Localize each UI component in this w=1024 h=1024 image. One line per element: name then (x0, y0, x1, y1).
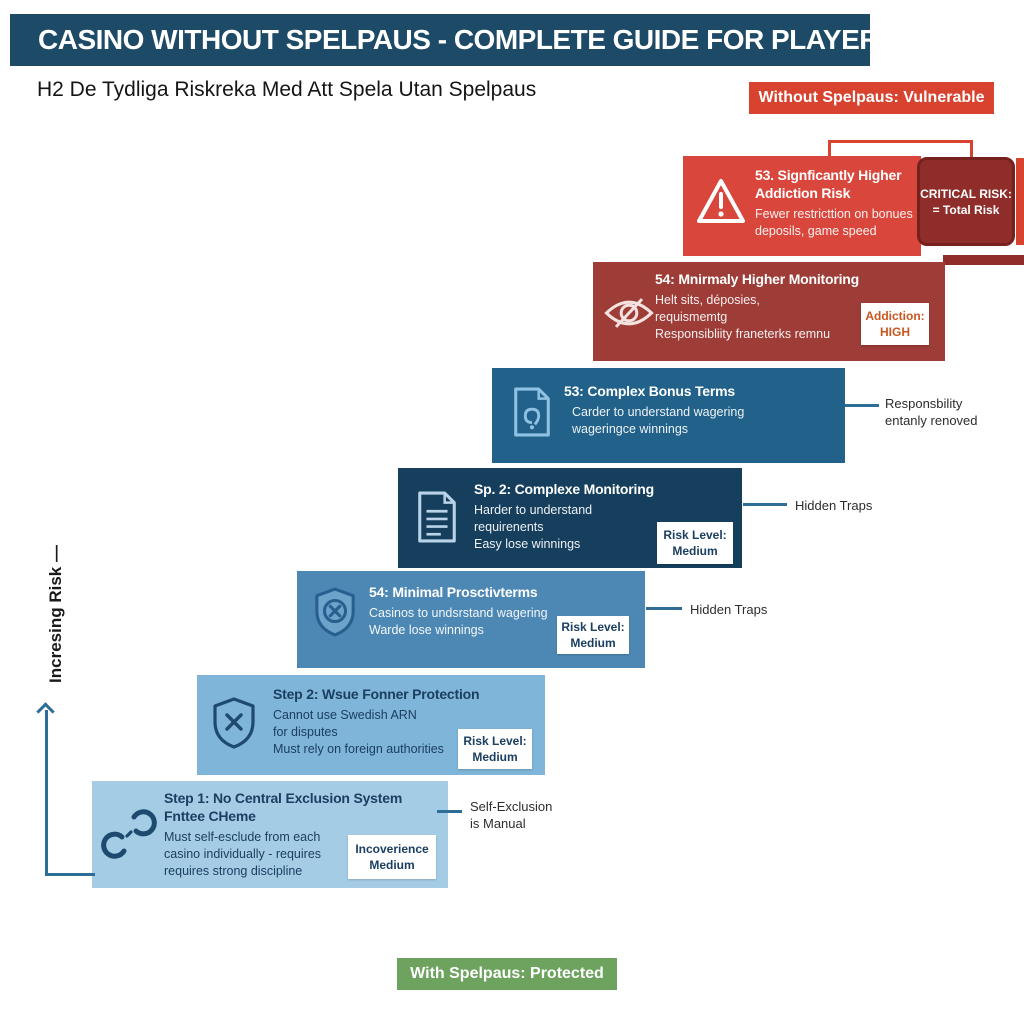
step-body-line: for disputes (273, 725, 338, 739)
step-body-line: Helt sits, déposies, (655, 293, 760, 307)
step-title: 53. Signficantly Higher (755, 167, 902, 183)
bracket-left (828, 140, 831, 158)
risk-step-minimal-protections: 54: Minimal Prosctivterms Casinos to und… (297, 571, 645, 668)
step-body-line: Must rely on foreign authorities (273, 742, 444, 756)
critical-risk-line2: = Total Risk (932, 202, 1000, 217)
increasing-risk-axis-label: Incresing Risk — (46, 545, 65, 683)
warning-triangle-icon (695, 176, 747, 226)
annotation-self-exclusion: Self-Exclusion is Manual (470, 799, 553, 831)
risk-step-addiction: 53. Signficantly Higher Addiction Risk F… (683, 156, 921, 256)
step-title: 53: Complex Bonus Terms (564, 383, 735, 399)
step-body-line: Harder to understand (474, 503, 593, 517)
document-attachment-icon (510, 384, 554, 440)
risk-step-complex-monitoring: Sp. 2: Complexe Monitoring Harder to und… (398, 468, 742, 568)
page-title: CASINO WITHOUT SPELPAUS - COMPLETE GUIDE… (10, 14, 898, 66)
step-title-line2: Addiction Risk (755, 185, 851, 201)
step-title-line2: Fnttee CHeme (164, 808, 256, 824)
critical-risk-callout: CRITICAL RISK: = Total Risk (917, 157, 1015, 246)
step-title: 54: Minimal Prosctivterms (369, 584, 538, 600)
step-title: 54: Mnirmaly Higher Monitoring (655, 271, 860, 287)
annotation-responsibility: Responsbility entanly renoved (885, 396, 978, 428)
with-spelpaus-badge: With Spelpaus: Protected (397, 958, 617, 990)
step-body-line: Fewer restricttion on bonues (755, 207, 913, 221)
step-body-line: Cannot use Swedish ARN (273, 708, 417, 722)
step-body-line: wageringce winnings (572, 422, 689, 436)
step-body-line: Carder to understand wagering (572, 405, 745, 419)
edge-strip (1016, 158, 1024, 245)
addiction-high-badge: Addiction: HIGH (861, 303, 929, 345)
step-body-line: Must self-esclude from each (164, 830, 321, 844)
connector-line (437, 810, 462, 813)
axis-arrow-shaft (45, 710, 48, 876)
risk-level-badge: Risk Level: Medium (557, 616, 629, 654)
step-body-line: Casinos to undsrstand wagering (369, 606, 548, 620)
step-title: Step 2: Wsue Fonner Protection (273, 686, 480, 702)
annotation-hidden-traps-2: Hidden Traps (690, 602, 768, 617)
shield-x-icon (211, 695, 257, 751)
bracket-right (970, 140, 973, 159)
connector-line (743, 503, 787, 506)
without-spelpaus-badge: Without Spelpaus: Vulnerable (749, 82, 994, 114)
inconvenience-badge: Incoverience Medium (348, 835, 436, 879)
step-body-line: Warde lose winnings (369, 623, 484, 637)
edge-strip-dark (943, 255, 1024, 265)
step-body-line: Easy lose winnings (474, 537, 581, 551)
shield-x-icon (313, 585, 357, 639)
eye-slash-icon (603, 294, 655, 332)
step-body-line: casino individually - requires (164, 847, 322, 861)
risk-step-bonus-terms: 53: Complex Bonus Terms Carder to unders… (492, 368, 845, 463)
step-title: Sp. 2: Complexe Monitoring (474, 481, 654, 497)
annotation-hidden-traps-1: Hidden Traps (795, 498, 873, 513)
document-lines-icon (414, 488, 460, 546)
step-title: Step 1: No Central Exclusion System (164, 790, 403, 806)
risk-level-badge: Risk Level: Medium (657, 522, 733, 564)
risk-step-consumer-protection: Step 2: Wsue Fonner Protection Cannot us… (197, 675, 545, 775)
critical-risk-line1: CRITICAL RISK: (920, 186, 1012, 201)
step-body-line: deposils, game speed (755, 224, 877, 238)
step-body-line: requirenents (474, 520, 544, 534)
connector-line (845, 404, 879, 407)
step-body-line: Responsibliity franeterks remnu (655, 327, 831, 341)
axis-arrow-base (45, 873, 95, 876)
risk-level-badge: Risk Level: Medium (458, 729, 532, 769)
broken-chain-icon (100, 807, 158, 861)
risk-step-no-central-exclusion: Step 1: No Central Exclusion System Fntt… (92, 781, 448, 888)
bracket-top (828, 140, 973, 143)
risk-step-monitoring-high: 54: Mnirmaly Higher Monitoring Helt sits… (593, 262, 945, 361)
page-subtitle: H2 De Tydliga Riskreka Med Att Spela Uta… (37, 78, 537, 101)
step-body-line: requires strong discipline (164, 864, 303, 878)
connector-line (646, 607, 682, 610)
step-body-line: requismemtg (655, 310, 728, 324)
